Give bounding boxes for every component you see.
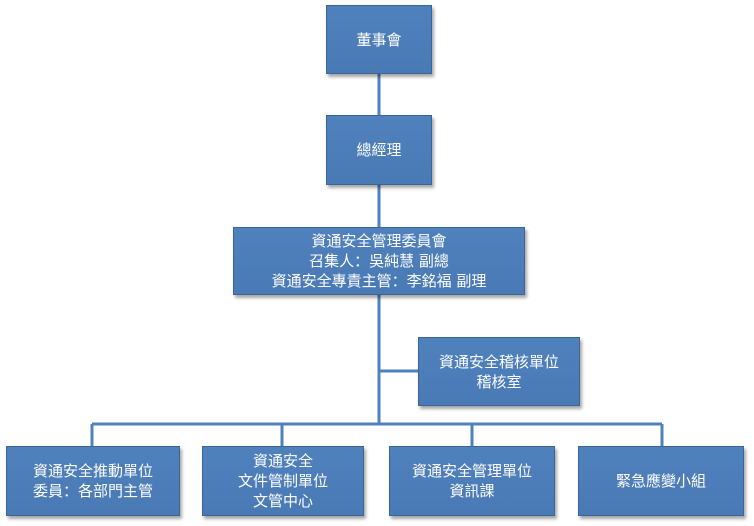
node-board: 董事會 [326, 5, 432, 74]
node-security-committee: 資通安全管理委員會 召集人：吳純慧 副總 資通安全專責主管：李銘福 副理 [233, 227, 525, 295]
node-audit-title: 資通安全稽核單位 [438, 352, 559, 371]
node-audit-dept: 稽核室 [476, 372, 522, 391]
node-audit-unit: 資通安全稽核單位 稽核室 [418, 337, 580, 406]
node-document-line-2: 文件管制單位 [237, 472, 328, 490]
node-general-manager: 總經理 [326, 115, 432, 185]
node-emergency-team: 緊急應變小組 [578, 446, 744, 516]
node-document-line-3: 文管中心 [252, 492, 313, 510]
node-emergency-title: 緊急應變小組 [615, 472, 706, 490]
node-document-line-1: 資通安全 [252, 452, 313, 470]
node-management-title: 資通安全管理單位 [411, 462, 532, 480]
node-committee-convener: 召集人：吳純慧 副總 [309, 252, 449, 270]
node-committee-title: 資通安全管理委員會 [311, 232, 447, 250]
node-document-control-unit: 資通安全 文件管制單位 文管中心 [202, 446, 364, 516]
node-promotion-title: 資通安全推動單位 [32, 462, 153, 480]
node-general-manager-line: 總經理 [356, 141, 402, 159]
node-management-unit: 資通安全管理單位 資訊課 [389, 446, 555, 516]
node-board-line: 董事會 [356, 30, 402, 49]
node-promotion-unit: 資通安全推動單位 委員：各部門主管 [6, 446, 180, 516]
node-management-dept: 資訊課 [449, 482, 495, 500]
node-committee-supervisor: 資通安全專責主管：李銘福 副理 [271, 272, 487, 290]
node-promotion-members: 委員：各部門主管 [32, 482, 153, 500]
